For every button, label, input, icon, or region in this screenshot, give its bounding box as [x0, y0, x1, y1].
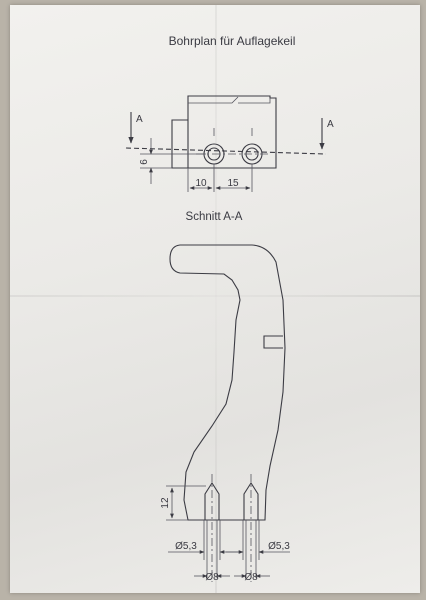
- section-line-a-a: [125, 147, 327, 155]
- section-view: 12 Ø5,3 Ø5,3 Ø8 Ø8: [160, 244, 290, 583]
- section-marker-right: A: [327, 119, 334, 130]
- top-view-tab: [171, 119, 188, 169]
- drawing-title: Bohrplan für Auflagekeil: [169, 34, 296, 48]
- top-view-edge: [238, 98, 271, 104]
- dim-d8-left-label: Ø8: [205, 572, 219, 583]
- dim-15-label: 15: [227, 178, 239, 189]
- section-slot: [263, 335, 283, 349]
- section-hatched-body: [169, 244, 286, 521]
- dim-d53-right-label: Ø5,3: [268, 541, 290, 552]
- dim-6-label: 6: [139, 159, 150, 165]
- dim-10-label: 10: [195, 178, 207, 189]
- section-marker-left: A: [136, 114, 143, 125]
- top-view-outline: [187, 95, 277, 169]
- top-view-edge: [188, 96, 239, 104]
- dim-d53-left-label: Ø5,3: [175, 541, 197, 552]
- dim-d8-right-label: Ø8: [244, 572, 258, 583]
- section-title: Schnitt A-A: [186, 211, 243, 223]
- top-view: A A 6 10 15: [125, 95, 334, 192]
- dim-12-label: 12: [160, 497, 171, 509]
